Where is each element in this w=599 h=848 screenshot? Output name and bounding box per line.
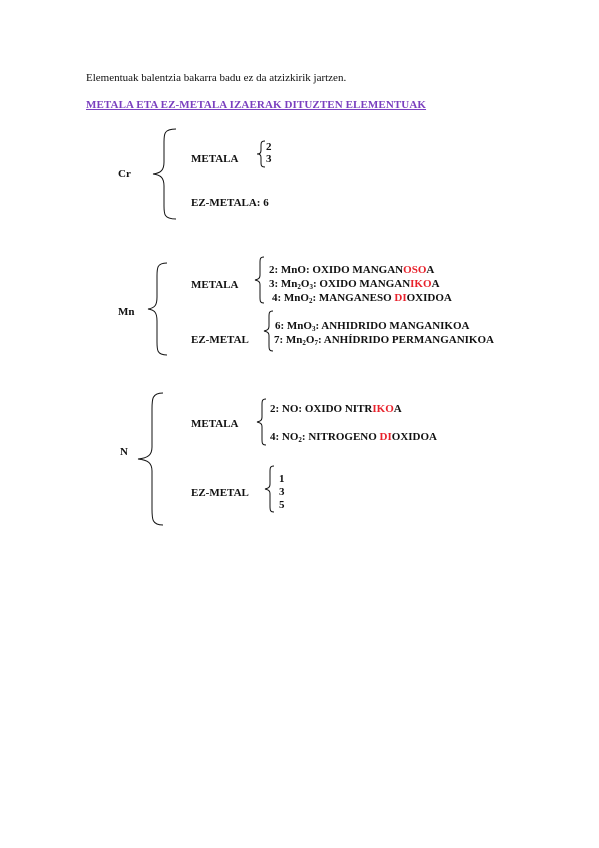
prefix-highlight: DI [379, 431, 392, 443]
cr-metal-valence: 2 [266, 141, 272, 153]
cr-metal-label: METALA [191, 153, 239, 165]
intro-text: Elementuak balentzia bakarra badu ez da … [86, 72, 347, 84]
element-mn-symbol: Mn [118, 306, 135, 318]
n-metal-line-4: 4: NO2: NITROGENO DIOXIDOA [270, 431, 438, 444]
n-metal-brace-icon [256, 398, 267, 446]
cr-main-brace-icon [152, 128, 177, 220]
n-metal-label: METALA [191, 418, 239, 430]
suffix-highlight: IKO [410, 278, 432, 290]
n-nonmetal-valence: 1 [279, 473, 285, 485]
n-metal-line-2: 2: NO: OXIDO NITRIKOA [270, 403, 402, 415]
n-nonmetal-valence: 5 [279, 499, 285, 511]
cr-metal-valence: 3 [266, 153, 272, 165]
mn-metal-line-2: 2: MnO: OXIDO MANGANOSOA [269, 264, 435, 276]
suffix-highlight: IKO [372, 403, 394, 415]
mn-nonmetal-label: EZ-METAL [191, 334, 249, 346]
n-nonmetal-brace-icon [264, 465, 275, 513]
mn-metal-brace-icon [254, 256, 265, 304]
mn-main-brace-icon [147, 262, 168, 356]
section-heading: METALA ETA EZ-METALA IZAERAK DITUZTEN EL… [86, 99, 427, 111]
mn-nonmetal-brace-icon [263, 310, 274, 352]
cr-nonmetal-label: EZ-METALA: 6 [191, 197, 269, 209]
cr-metal-brace-icon [256, 140, 266, 168]
n-nonmetal-label: EZ-METAL [191, 487, 249, 499]
mn-metal-label: METALA [191, 279, 239, 291]
mn-metal-line-3: 3: Mn2O3: OXIDO MANGANIKOA [269, 278, 440, 291]
mn-nonmetal-line-6: 6: MnO3: ANHIDRIDO MANGANIKOA [275, 320, 470, 333]
n-nonmetal-valence: 3 [279, 486, 285, 498]
prefix-highlight: DI [394, 292, 407, 304]
element-n-symbol: N [120, 446, 128, 458]
n-main-brace-icon [137, 392, 164, 526]
mn-nonmetal-line-7: 7: Mn2O7: ANHÍDRIDO PERMANGANIKOA [274, 334, 494, 347]
mn-metal-line-4: 4: MnO2: MANGANESO DIOXIDOA [272, 292, 452, 305]
element-cr-symbol: Cr [118, 168, 131, 180]
suffix-highlight: OSO [403, 264, 427, 276]
